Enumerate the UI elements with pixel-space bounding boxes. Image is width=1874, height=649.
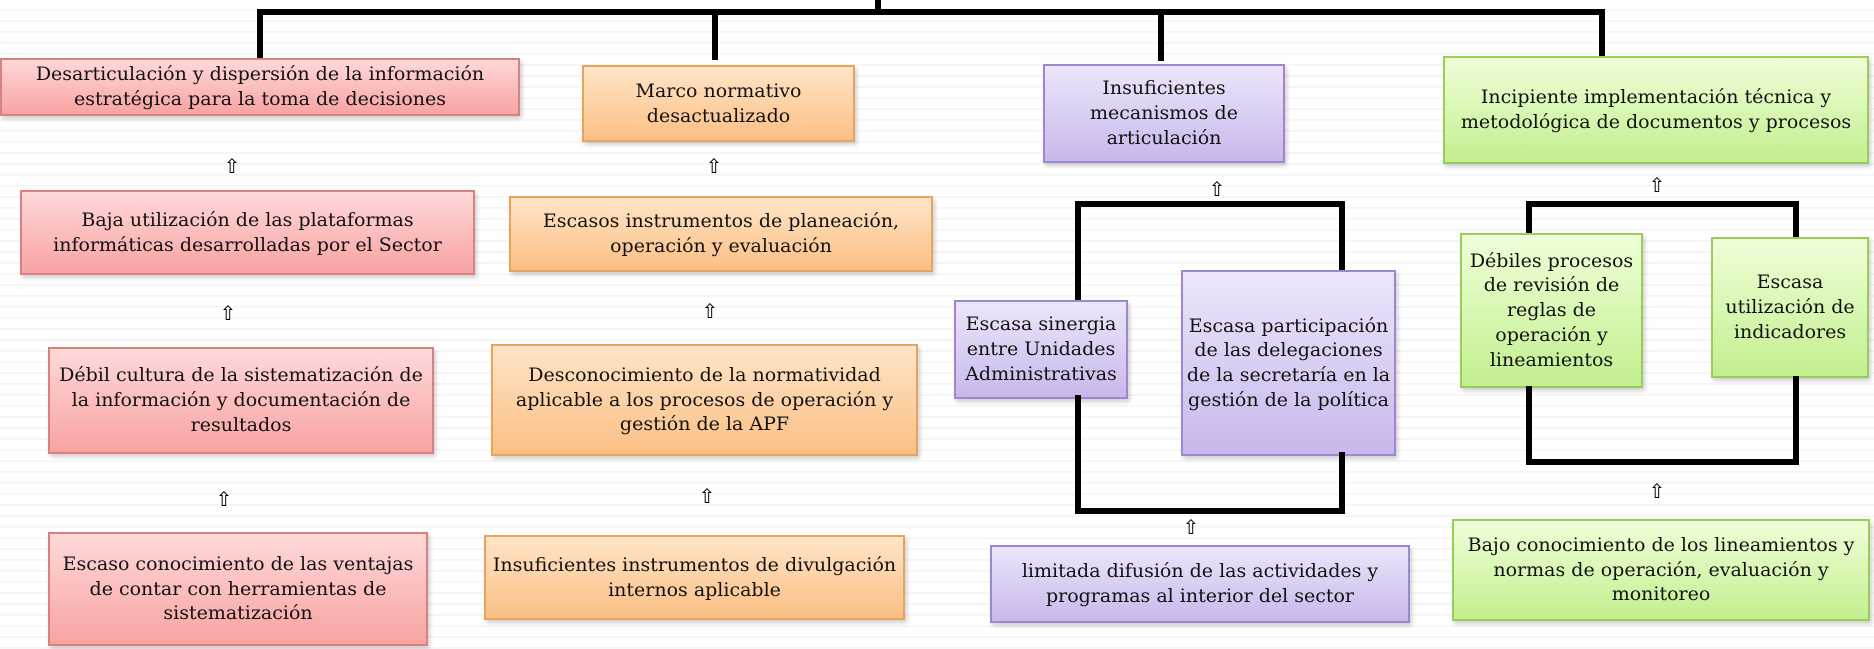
col1-box-3: Débil cultura de la sistematización de l… — [48, 347, 434, 454]
arrow-up-icon: ⇧ — [698, 484, 716, 508]
col4-upper-bracket-horizontal — [1526, 201, 1799, 207]
col3-lower-bracket-right — [1339, 452, 1345, 514]
col2-box-1: Marco normativo desactualizado — [582, 65, 855, 142]
arrow-up-icon: ⇧ — [1182, 515, 1200, 539]
col3-box-2a: Escasa sinergia entre Unidades Administr… — [954, 300, 1128, 399]
col3-lower-bracket-horizontal — [1075, 508, 1345, 514]
col4-lower-bracket-horizontal — [1526, 459, 1799, 465]
col4-box-2a: Débiles procesos de revisión de reglas d… — [1460, 233, 1643, 388]
top-horizontal-connector — [257, 9, 1605, 15]
col4-box-3: Bajo conocimiento de los lineamientos y … — [1452, 519, 1870, 621]
arrow-up-icon: ⇧ — [219, 301, 237, 325]
col3-box-3: limitada difusión de las actividades y p… — [990, 545, 1410, 623]
arrow-up-icon: ⇧ — [705, 154, 723, 178]
arrow-up-icon: ⇧ — [1648, 479, 1666, 503]
stem-col2 — [712, 9, 718, 60]
col4-upper-bracket-right — [1793, 201, 1799, 237]
col4-box-2b: Escasa utilización de indicadores — [1711, 237, 1869, 378]
top-center-stem — [875, 0, 881, 12]
col1-box-1: Desarticulación y dispersión de la infor… — [0, 58, 520, 116]
col1-box-2: Baja utilización de las plataformas info… — [20, 190, 475, 275]
col4-lower-bracket-left — [1526, 386, 1532, 465]
col2-box-2: Escasos instrumentos de planeación, oper… — [509, 196, 933, 272]
col4-lower-bracket-right — [1793, 376, 1799, 465]
arrow-up-icon: ⇧ — [1208, 177, 1226, 201]
stem-col3 — [1158, 9, 1164, 61]
arrow-up-icon: ⇧ — [701, 299, 719, 323]
col3-upper-bracket-right — [1339, 201, 1345, 274]
stem-col1 — [257, 9, 263, 58]
col1-box-4: Escaso conocimiento de las ventajas de c… — [48, 532, 428, 646]
stem-col4 — [1599, 9, 1605, 56]
arrow-up-icon: ⇧ — [215, 487, 233, 511]
col3-upper-bracket-horizontal — [1075, 201, 1345, 207]
col4-box-1: Incipiente implementación técnica y meto… — [1443, 56, 1869, 164]
col3-upper-bracket-left — [1075, 201, 1081, 304]
col2-box-4: Insuficientes instrumentos de divulgació… — [484, 535, 905, 620]
col3-box-1: Insuficientes mecanismos de articulación — [1043, 64, 1285, 163]
arrow-up-icon: ⇧ — [223, 154, 241, 178]
arrow-up-icon: ⇧ — [1648, 173, 1666, 197]
col3-box-2b: Escasa participación de las delegaciones… — [1181, 270, 1396, 456]
col4-upper-bracket-left — [1526, 201, 1532, 233]
col3-lower-bracket-left — [1075, 395, 1081, 514]
col2-box-3: Desconocimiento de la normatividad aplic… — [491, 344, 918, 456]
